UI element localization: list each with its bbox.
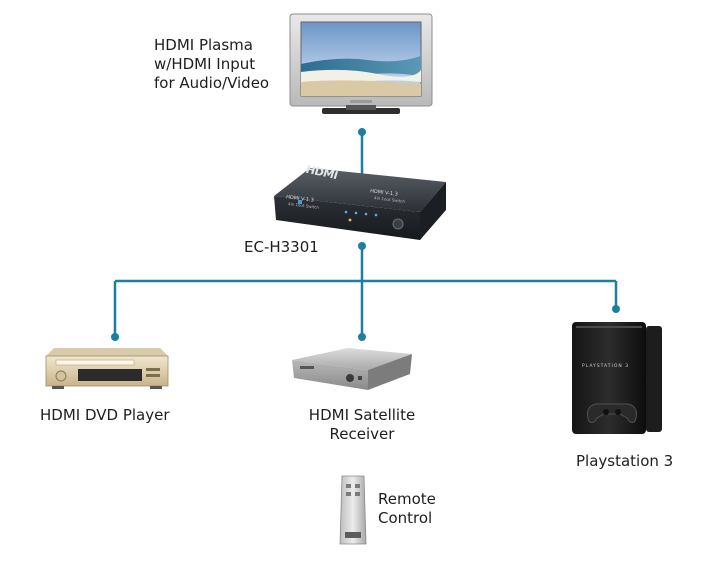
satellite-label: HDMI Satellite Receiver	[294, 406, 430, 444]
dvd-label: HDMI DVD Player	[40, 406, 170, 424]
dvd-player-device	[44, 346, 170, 390]
tv-label-line-1: HDMI Plasma	[154, 36, 253, 54]
satellite-receiver-device	[288, 346, 414, 396]
ps3-connection-dot	[612, 305, 620, 313]
satellite-label-line-2: Receiver	[329, 425, 395, 443]
hdmi-switch-device: HDMI HDMI V-1.3 4in 1out Switch HDMI V-1…	[270, 160, 450, 242]
remote-control-icon	[339, 475, 367, 545]
plasma-tv-icon	[289, 13, 433, 114]
tv-label-line-3: for Audio/Video	[154, 74, 270, 92]
dvd-connection-dot	[111, 333, 119, 341]
remote-label-line-1: Remote	[378, 490, 436, 508]
switch-connection-dot	[358, 242, 366, 250]
switch-label: EC-H3301	[244, 238, 319, 256]
satellite-label-line-1: HDMI Satellite	[308, 406, 416, 424]
satellite-connection-dot	[358, 333, 366, 341]
tv-label: HDMI Plasma w/HDMI Input for Audio/Video	[154, 36, 269, 93]
playstation-device: PLAYSTATION 3	[564, 318, 668, 438]
tv-device	[288, 12, 434, 120]
tv-label-line-2: w/HDMI Input	[154, 55, 256, 73]
ps3-logo: PLAYSTATION 3	[582, 364, 630, 369]
tv-connection-dot	[358, 128, 366, 136]
ps3-label: Playstation 3	[576, 452, 674, 470]
dvd-player-icon	[45, 348, 169, 389]
hdmi-switch-icon	[274, 168, 446, 240]
remote-device	[336, 474, 370, 546]
playstation-console-icon	[572, 322, 662, 434]
satellite-receiver-icon	[292, 348, 412, 390]
remote-label-line-2: Control	[378, 509, 433, 527]
remote-label: Remote Control	[378, 490, 436, 528]
